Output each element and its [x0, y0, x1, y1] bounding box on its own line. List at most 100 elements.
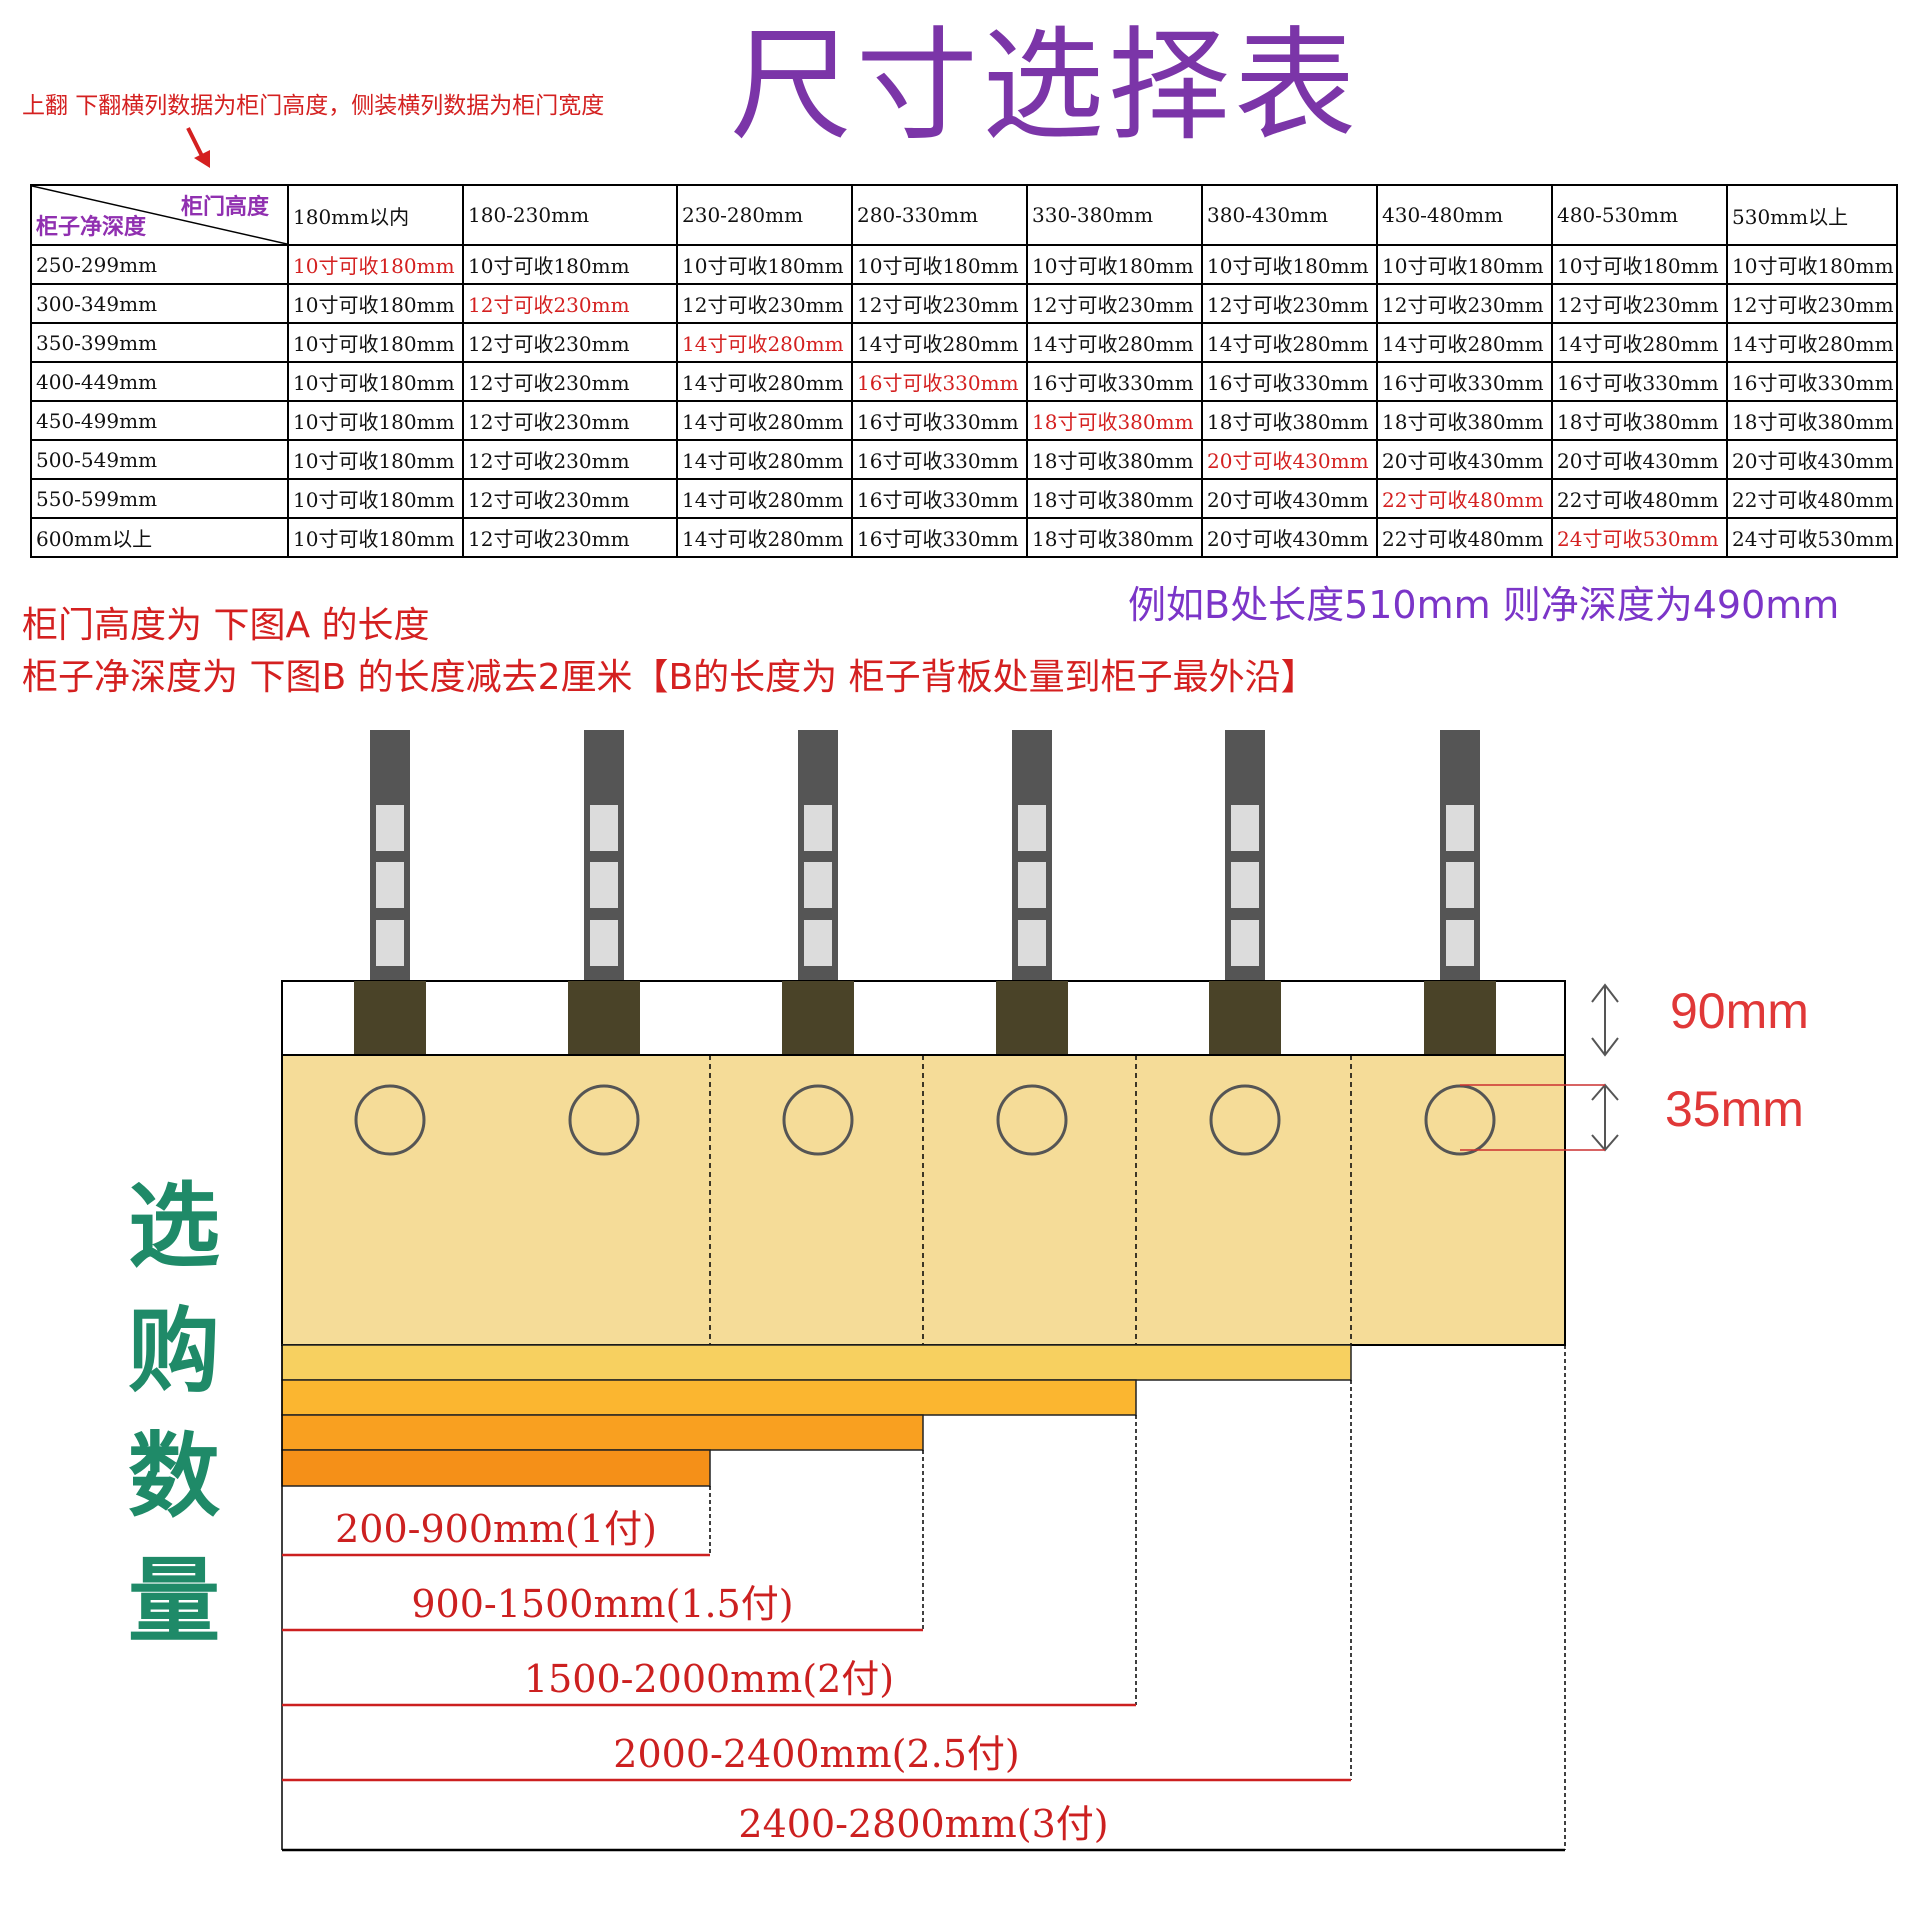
table-cell: 22寸可收480mm	[1376, 517, 1553, 558]
post-slot	[376, 862, 404, 908]
table-cell: 14寸可收280mm	[1026, 322, 1203, 363]
range-label: 900-1500mm(1.5付)	[411, 1582, 794, 1626]
row-label: 400-449mm	[30, 361, 289, 402]
table-cell: 20寸可收430mm	[1376, 439, 1553, 480]
table-cell: 12寸可收230mm	[462, 517, 678, 558]
dim-arrow-90	[1591, 983, 1619, 1057]
cup-hole	[1424, 1084, 1496, 1156]
table-cell: 20寸可收430mm	[1201, 517, 1378, 558]
row-label: 500-549mm	[30, 439, 289, 480]
table-cell: 16寸可收330mm	[1026, 361, 1203, 402]
highlighted-cell: 16寸可收330mm	[851, 361, 1028, 402]
table-corner-cell: 柜门高度 柜子净深度	[30, 184, 289, 246]
table-cell: 14寸可收280mm	[676, 517, 853, 558]
top-note: 上翻 下翻横列数据为柜门高度，侧装横列数据为柜门宽度	[22, 93, 605, 119]
table-cell: 16寸可收330mm	[851, 400, 1028, 441]
range-label: 2000-2400mm(2.5付)	[613, 1732, 1020, 1776]
highlighted-cell: 18寸可收380mm	[1026, 400, 1203, 441]
table-cell: 12寸可收230mm	[462, 361, 678, 402]
table-cell: 14寸可收280mm	[676, 361, 853, 402]
table-cell: 10寸可收180mm	[287, 517, 464, 558]
post-slot	[376, 920, 404, 966]
corner-row-label: 柜子净深度	[36, 215, 147, 240]
table-cell: 10寸可收180mm	[287, 478, 464, 519]
table-cell: 16寸可收330mm	[1551, 361, 1728, 402]
table-cell: 16寸可收330mm	[851, 517, 1028, 558]
column-header: 380-430mm	[1201, 184, 1378, 246]
table-cell: 14寸可收280mm	[1376, 322, 1553, 363]
table-cell: 12寸可收230mm	[1201, 283, 1378, 324]
cup-hole	[996, 1084, 1068, 1156]
table-cell: 12寸可收230mm	[1551, 283, 1728, 324]
table-cell: 10寸可收180mm	[1201, 244, 1378, 285]
post-slot	[1018, 805, 1046, 851]
column-header: 330-380mm	[1026, 184, 1203, 246]
post-slot	[1018, 920, 1046, 966]
range-label: 2400-2800mm(3付)	[738, 1802, 1109, 1846]
table-cell: 18寸可收380mm	[1026, 478, 1203, 519]
table-cell: 18寸可收380mm	[1551, 400, 1728, 441]
hinge-block	[354, 981, 426, 1055]
highlighted-cell: 10寸可收180mm	[287, 244, 464, 285]
range-label: 200-900mm(1付)	[335, 1507, 657, 1551]
table-cell: 10寸可收180mm	[676, 244, 853, 285]
table-cell: 12寸可收230mm	[462, 478, 678, 519]
page-title: 尺寸选择表	[730, 15, 1360, 157]
column-header: 430-480mm	[1376, 184, 1553, 246]
column-header: 480-530mm	[1551, 184, 1728, 246]
post-slot	[804, 920, 832, 966]
table-cell: 18寸可收380mm	[1726, 400, 1898, 441]
post-slot	[1231, 920, 1259, 966]
table-cell: 10寸可收180mm	[1026, 244, 1203, 285]
post-slot	[1018, 862, 1046, 908]
vertical-label-char: 数	[128, 1422, 221, 1530]
post-slot	[804, 862, 832, 908]
table-cell: 10寸可收180mm	[287, 439, 464, 480]
table-cell: 10寸可收180mm	[1551, 244, 1728, 285]
bar-4	[281, 1379, 1137, 1416]
instruction-line-2: 柜子净深度为 下图B 的长度减去2厘米【B的长度为 柜子背板处量到柜子最外沿】	[22, 657, 1317, 698]
table-cell: 12寸可收230mm	[676, 283, 853, 324]
table-cell: 12寸可收230mm	[1026, 283, 1203, 324]
post-slot	[1231, 862, 1259, 908]
post-slot	[590, 862, 618, 908]
post-slot	[376, 805, 404, 851]
table-cell: 14寸可收280mm	[676, 439, 853, 480]
instruction-line-1: 柜门高度为 下图A 的长度	[22, 605, 430, 646]
table-cell: 20寸可收430mm	[1726, 439, 1898, 480]
column-header: 280-330mm	[851, 184, 1028, 246]
column-header: 180mm以内	[287, 184, 464, 246]
column-header: 180-230mm	[462, 184, 678, 246]
post-slot	[590, 920, 618, 966]
table-cell: 16寸可收330mm	[851, 439, 1028, 480]
table-cell: 10寸可收180mm	[462, 244, 678, 285]
diagram-canvas	[281, 730, 1619, 1852]
table-cell: 14寸可收280mm	[1726, 322, 1898, 363]
table-cell: 10寸可收180mm	[1376, 244, 1553, 285]
table-cell: 14寸可收280mm	[851, 322, 1028, 363]
highlighted-cell: 22寸可收480mm	[1376, 478, 1553, 519]
cup-hole	[1209, 1084, 1281, 1156]
bar-3	[281, 1414, 924, 1451]
cup-hole	[354, 1084, 426, 1156]
row-label: 450-499mm	[30, 400, 289, 441]
table-cell: 14寸可收280mm	[1551, 322, 1728, 363]
table-cell: 16寸可收330mm	[851, 478, 1028, 519]
table-cell: 12寸可收230mm	[462, 400, 678, 441]
post-slot	[804, 805, 832, 851]
table-cell: 10寸可收180mm	[851, 244, 1028, 285]
hinge-block	[568, 981, 640, 1055]
corner-column-label: 柜门高度	[180, 195, 269, 220]
post-slot	[1231, 805, 1259, 851]
table-cell: 14寸可收280mm	[1201, 322, 1378, 363]
table-cell: 18寸可收380mm	[1026, 517, 1203, 558]
corner-diagonal	[32, 186, 287, 244]
row-label: 550-599mm	[30, 478, 289, 519]
